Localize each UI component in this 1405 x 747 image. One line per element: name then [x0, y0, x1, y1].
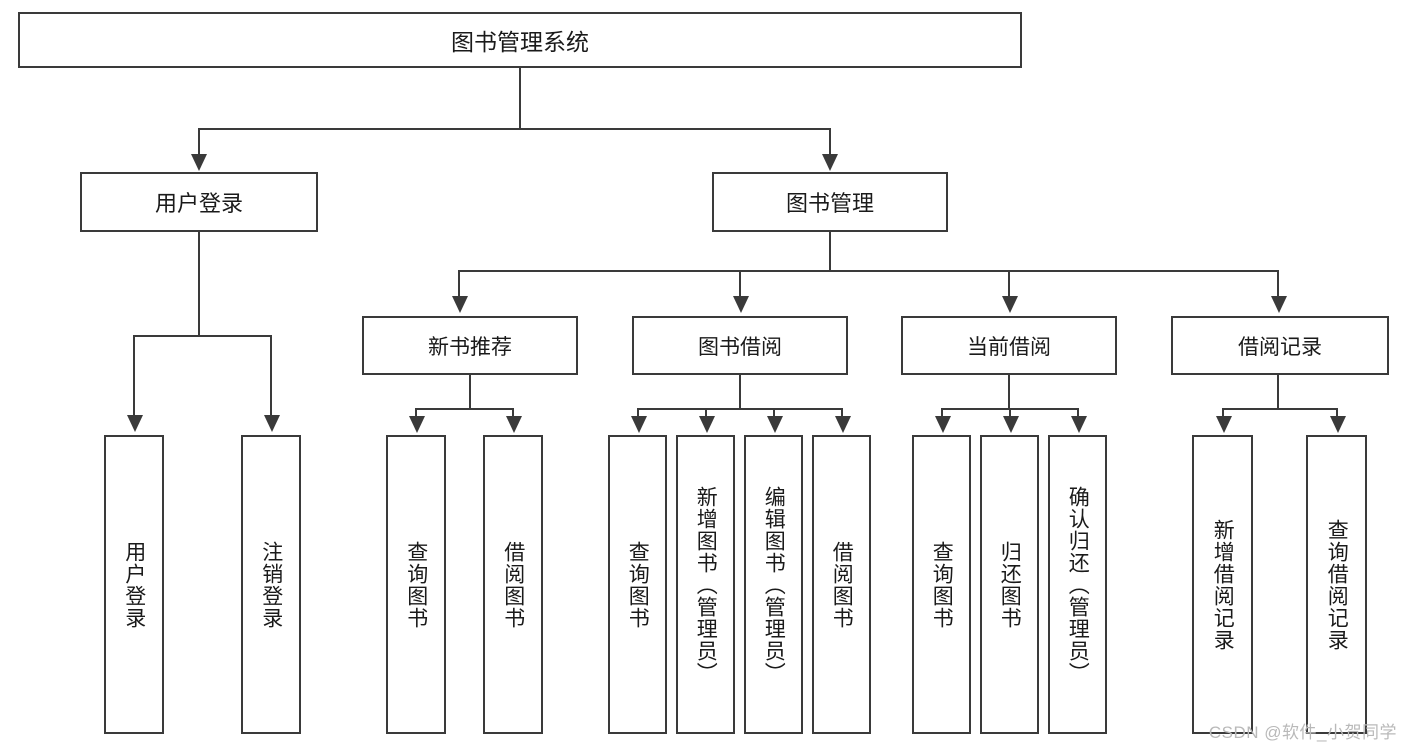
node-label: 当前借阅 — [967, 335, 1051, 359]
node-label: 图书借阅 — [698, 335, 782, 359]
arrow-down-icon — [1003, 416, 1019, 433]
connector-new-book-stem — [469, 375, 471, 408]
arrow-down-icon — [733, 296, 749, 313]
leaf-confirm-return-admin[interactable]: 确认归还（管理员） — [1048, 435, 1107, 734]
arrow-down-icon — [767, 416, 783, 433]
node-book-management[interactable]: 图书管理 — [712, 172, 948, 232]
arrow-down-icon — [264, 415, 280, 432]
connector-drop-leaf — [270, 335, 272, 417]
connector-drop-leaf — [941, 408, 943, 418]
node-label: 新增图书（管理员） — [694, 485, 718, 684]
connector-book-mgmt-stem — [829, 232, 831, 270]
leaf-query-borrow-record[interactable]: 查询借阅记录 — [1306, 435, 1367, 734]
connector-drop-leaf — [1222, 408, 1224, 418]
arrow-down-icon — [506, 416, 522, 433]
watermark: CSDN @软件_小贺同学 — [1208, 723, 1397, 742]
arrow-down-icon — [127, 415, 143, 432]
node-label: 图书管理系统 — [451, 29, 589, 55]
connector-drop-current-borrow — [1008, 270, 1010, 298]
connector-drop-book-borrow — [739, 270, 741, 298]
leaf-logout[interactable]: 注销登录 — [241, 435, 301, 734]
connector-drop-leaf — [637, 408, 639, 418]
node-label: 用户登录 — [154, 191, 243, 216]
arrow-down-icon — [631, 416, 647, 433]
node-label: 借阅图书 — [501, 540, 525, 629]
connector-book-borrow-bus — [637, 408, 842, 410]
arrow-down-icon — [1216, 416, 1232, 433]
node-book-borrow[interactable]: 图书借阅 — [632, 316, 848, 375]
connector-drop-leaf — [841, 408, 843, 418]
connector-drop-user-login — [198, 128, 200, 156]
connector-root-stem — [519, 68, 521, 128]
connector-drop-leaf — [773, 408, 775, 418]
arrow-down-icon — [409, 416, 425, 433]
node-current-borrow[interactable]: 当前借阅 — [901, 316, 1117, 375]
node-label: 编辑图书（管理员） — [762, 485, 786, 684]
connector-user-login-stem — [198, 232, 200, 335]
node-root-system[interactable]: 图书管理系统 — [18, 12, 1022, 68]
arrow-down-icon — [822, 154, 838, 171]
arrow-down-icon — [935, 416, 951, 433]
node-label: 用户登录 — [122, 540, 146, 629]
connector-root-bus — [198, 128, 831, 130]
arrow-down-icon — [699, 416, 715, 433]
node-label: 查询借阅记录 — [1325, 518, 1349, 651]
connector-book-borrow-stem — [739, 375, 741, 408]
connector-new-book-bus — [415, 408, 514, 410]
arrow-down-icon — [1271, 296, 1287, 313]
leaf-user-login[interactable]: 用户登录 — [104, 435, 164, 734]
node-label: 确认归还（管理员） — [1066, 485, 1090, 684]
arrow-down-icon — [452, 296, 468, 313]
leaf-return-book[interactable]: 归还图书 — [980, 435, 1039, 734]
leaf-edit-book-admin[interactable]: 编辑图书（管理员） — [744, 435, 803, 734]
connector-borrow-record-stem — [1277, 375, 1279, 408]
connector-drop-leaf — [512, 408, 514, 418]
node-label: 借阅记录 — [1238, 335, 1322, 359]
connector-drop-leaf — [1336, 408, 1338, 418]
node-label: 查询图书 — [626, 540, 650, 629]
leaf-query-book-recommend[interactable]: 查询图书 — [386, 435, 446, 734]
connector-drop-leaf — [1009, 408, 1011, 418]
node-label: 查询图书 — [404, 540, 428, 629]
node-label: 新书推荐 — [428, 335, 512, 359]
connector-book-mgmt-bus — [458, 270, 1279, 272]
connector-drop-leaf — [1077, 408, 1079, 418]
connector-drop-leaf — [415, 408, 417, 418]
connector-drop-book-mgmt — [829, 128, 831, 156]
leaf-query-book-borrow[interactable]: 查询图书 — [608, 435, 667, 734]
connector-borrow-record-bus — [1222, 408, 1338, 410]
node-label: 归还图书 — [998, 540, 1022, 629]
node-label: 注销登录 — [259, 540, 283, 629]
node-borrow-record[interactable]: 借阅记录 — [1171, 316, 1389, 375]
node-label: 图书管理 — [785, 191, 874, 216]
connector-drop-new-book — [458, 270, 460, 298]
leaf-borrow-book-recommend[interactable]: 借阅图书 — [483, 435, 543, 734]
arrow-down-icon — [1071, 416, 1087, 433]
connector-user-login-bus — [133, 335, 271, 337]
arrow-down-icon — [191, 154, 207, 171]
node-user-login[interactable]: 用户登录 — [80, 172, 318, 232]
leaf-add-book-admin[interactable]: 新增图书（管理员） — [676, 435, 735, 734]
node-label: 借阅图书 — [830, 540, 854, 629]
leaf-query-book-current[interactable]: 查询图书 — [912, 435, 971, 734]
leaf-add-borrow-record[interactable]: 新增借阅记录 — [1192, 435, 1253, 734]
connector-current-borrow-stem — [1008, 375, 1010, 408]
arrow-down-icon — [1002, 296, 1018, 313]
connector-drop-leaf — [133, 335, 135, 417]
node-new-book-recommend[interactable]: 新书推荐 — [362, 316, 578, 375]
connector-drop-borrow-record — [1277, 270, 1279, 298]
arrow-down-icon — [1330, 416, 1346, 433]
node-label: 查询图书 — [930, 540, 954, 629]
connector-drop-leaf — [705, 408, 707, 418]
leaf-borrow-book[interactable]: 借阅图书 — [812, 435, 871, 734]
node-label: 新增借阅记录 — [1211, 518, 1235, 651]
arrow-down-icon — [835, 416, 851, 433]
